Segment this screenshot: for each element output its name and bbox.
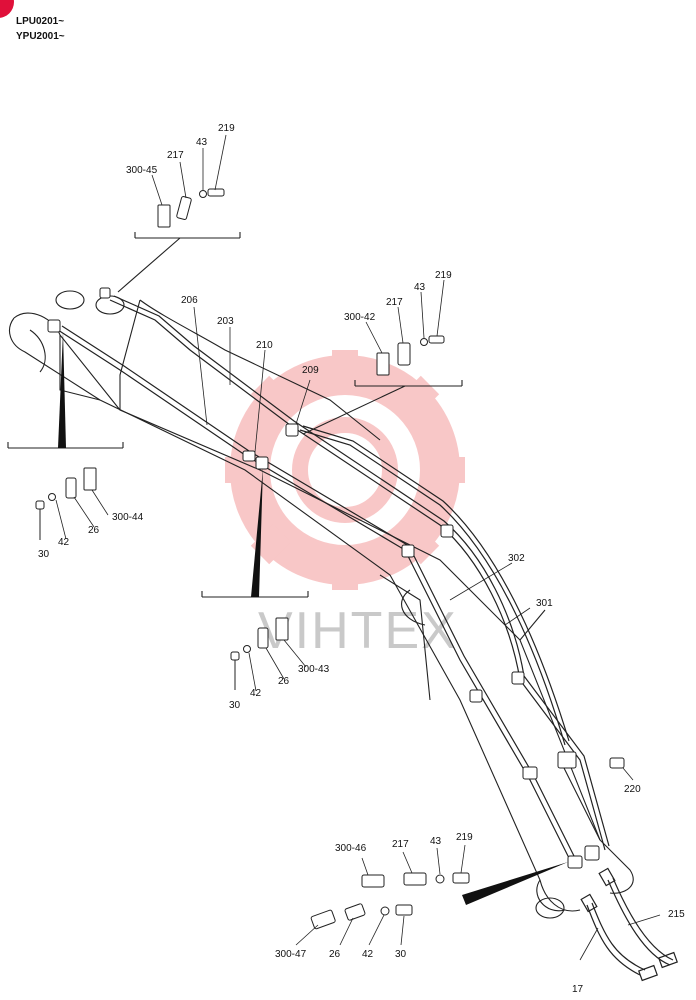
- callout-302: 302: [508, 553, 525, 564]
- hoses: [580, 867, 678, 982]
- hydraulic-pipes: [57, 295, 610, 861]
- callout-219-mid: 219: [435, 270, 452, 281]
- callout-301: 301: [536, 598, 553, 609]
- callout-lines: [55, 134, 661, 961]
- pipe-clamps: [47, 287, 600, 869]
- callout-203: 203: [217, 316, 234, 327]
- hardware-parts: [35, 188, 625, 930]
- callout-300-44: 300-44: [112, 512, 144, 523]
- detail-leader-wedges: [58, 332, 568, 905]
- corner-mark-icon: [0, 0, 14, 18]
- callout-labels: 219 43 217 300-45 219 43 217 300-42 206 …: [38, 123, 685, 995]
- callout-26-bottom: 26: [329, 949, 341, 960]
- detail-leaders: [7, 232, 463, 598]
- callout-42-left: 42: [58, 537, 70, 548]
- callout-30-left: 30: [38, 549, 50, 560]
- boom-outline: [9, 299, 634, 912]
- serial-range-2: YPU2001~: [16, 31, 65, 42]
- callout-209: 209: [302, 365, 319, 376]
- callout-43-bottom: 43: [430, 836, 442, 847]
- callout-215: 215: [668, 909, 685, 920]
- callout-43-mid: 43: [414, 282, 426, 293]
- callout-300-47: 300-47: [275, 949, 307, 960]
- callout-219-bottom: 219: [456, 832, 473, 843]
- callout-26-center: 26: [278, 676, 290, 687]
- callout-206: 206: [181, 295, 198, 306]
- callout-42-bottom: 42: [362, 949, 374, 960]
- callout-43-top: 43: [196, 137, 208, 148]
- callout-17: 17: [572, 984, 584, 995]
- callout-30-center: 30: [229, 700, 241, 711]
- serial-range-1: LPU0201~: [16, 16, 65, 27]
- callout-300-43: 300-43: [298, 664, 330, 675]
- callout-300-45: 300-45: [126, 165, 158, 176]
- callout-219-top: 219: [218, 123, 235, 134]
- callout-300-42: 300-42: [344, 312, 376, 323]
- callout-26-left: 26: [88, 525, 100, 536]
- callout-217-mid: 217: [386, 297, 403, 308]
- callout-217-top: 217: [167, 150, 184, 161]
- callout-210: 210: [256, 340, 273, 351]
- callout-42-center: 42: [250, 688, 262, 699]
- callout-220: 220: [624, 784, 641, 795]
- callout-217-bottom: 217: [392, 839, 409, 850]
- callout-300-46: 300-46: [335, 843, 367, 854]
- callout-30-bottom: 30: [395, 949, 407, 960]
